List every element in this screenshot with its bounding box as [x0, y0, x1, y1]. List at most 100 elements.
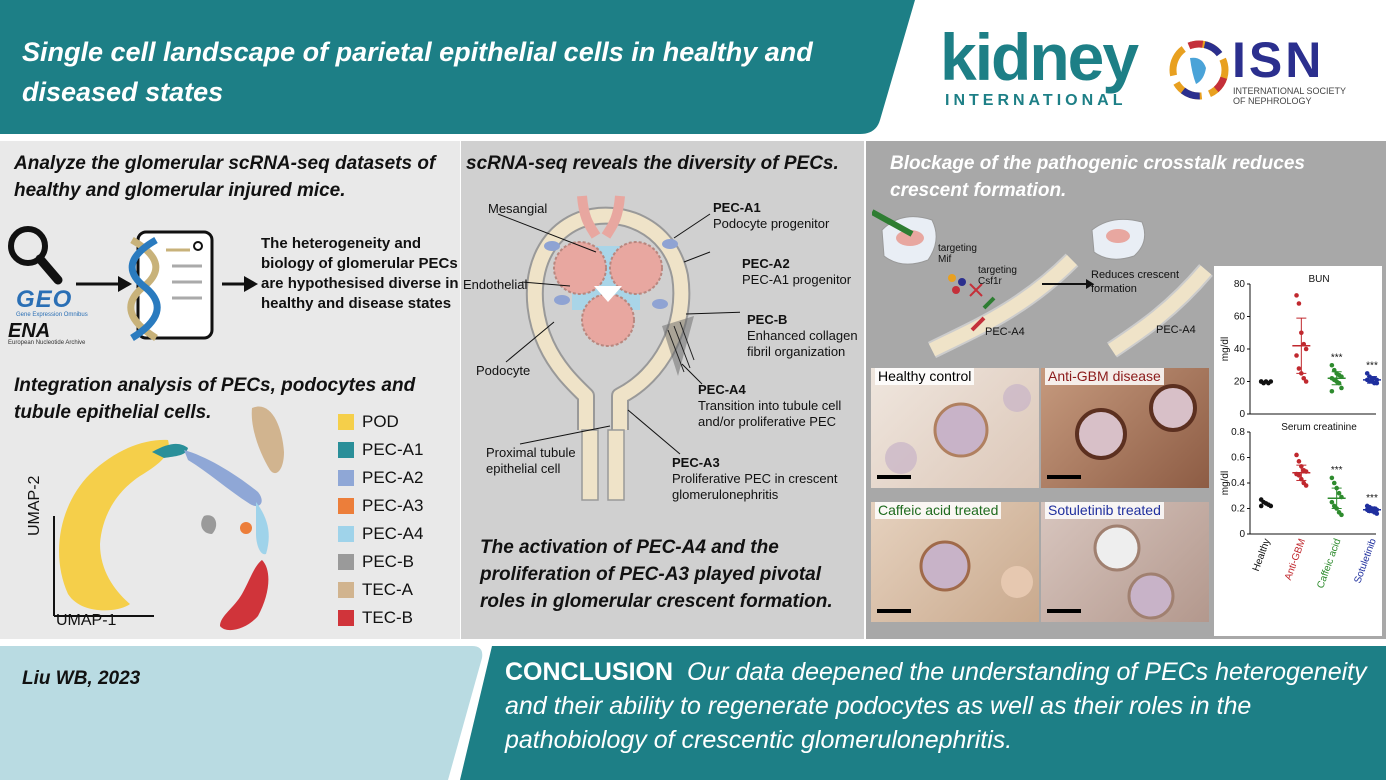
data-point	[1339, 385, 1344, 391]
chart-title: Serum creatinine	[1281, 422, 1357, 433]
micrograph-caffeic-acid: Caffeic acid treated	[871, 502, 1039, 622]
data-point	[1258, 503, 1264, 509]
y-tick-label: 0.6	[1231, 453, 1245, 464]
micrograph-anti-gbm: Anti-GBM disease	[1041, 368, 1209, 488]
y-tick-label: 0.8	[1231, 427, 1245, 438]
micrograph-healthy-label: Healthy control	[875, 368, 975, 385]
citation: Liu WB, 2023	[22, 668, 141, 689]
legend-swatch	[338, 498, 354, 514]
y-tick-label: 20	[1234, 377, 1246, 388]
data-point	[1301, 375, 1307, 381]
isn-emblem-icon	[1169, 40, 1229, 100]
significance-marker: ***	[1331, 465, 1343, 476]
umap-cluster-pec-a3	[240, 522, 252, 534]
umap-cluster-pec-b	[201, 515, 217, 534]
legend-label: TEC-B	[362, 608, 413, 627]
data-point	[1268, 379, 1274, 384]
data-point	[1296, 366, 1302, 371]
blockage-heading: Blockage of the pathogenic crosstalk red…	[890, 153, 1305, 201]
legend-label: PEC-A3	[362, 496, 424, 515]
analysis-heading: Analyze the glomerular scRNA-seq dataset…	[14, 153, 436, 201]
y-tick-label: 0.4	[1231, 478, 1245, 489]
micrograph-anti-gbm-label: Anti-GBM disease	[1045, 368, 1164, 385]
y-axis-label: mg/dl	[1220, 471, 1231, 495]
legend-label: PEC-A4	[362, 524, 424, 543]
conclusion-body: Our data deepened the understanding of P…	[505, 658, 1367, 754]
scale-bar	[877, 609, 911, 613]
diversity-summary: The activation of PEC-A4 and the prolife…	[480, 537, 833, 612]
diversity-heading: scRNA-seq reveals the diversity of PECs.	[466, 153, 839, 174]
legend-label: PEC-A1	[362, 440, 424, 459]
legend-swatch	[338, 554, 354, 570]
data-point	[1336, 490, 1342, 496]
data-point	[1339, 512, 1344, 518]
legend-label: TEC-A	[362, 580, 413, 599]
category-label: Anti-GBM	[1283, 537, 1308, 581]
umap-cluster-pec-a4	[256, 502, 269, 555]
umap-cluster-pec-a2	[184, 450, 262, 507]
data-point	[1303, 483, 1309, 488]
umap-axis-x: UMAP-1	[56, 612, 117, 629]
label-endothelial: Endothelial	[463, 277, 528, 292]
data-point	[1329, 362, 1335, 368]
chart-title: BUN	[1308, 274, 1329, 285]
label-proximal-tubule: Proximal tubule epithelial cell	[486, 445, 576, 476]
data-point	[1296, 459, 1302, 464]
dna-document-icon	[76, 230, 258, 341]
legend-swatch	[338, 610, 354, 626]
scale-bar	[1047, 475, 1081, 479]
poster-title: Single cell landscape of parietal epithe…	[22, 37, 813, 107]
y-tick-label: 0	[1239, 409, 1245, 420]
legend-label: PEC-B	[362, 552, 414, 571]
header-banner	[0, 0, 915, 134]
legend-swatch	[338, 414, 354, 430]
isn-logo: ISN	[1232, 32, 1325, 88]
pec-a4-label: PEC-A4 Transition into tubule cell and/o…	[698, 382, 842, 429]
pec-a2-label: PEC-A2 PEC-A1 progenitor	[742, 256, 852, 287]
hypothesis-text: The heterogeneity and biology of glomeru…	[261, 235, 459, 312]
data-point	[1296, 473, 1302, 478]
umap-cluster-tec-b	[220, 560, 269, 631]
y-axis-label: mg/dl	[1220, 337, 1231, 361]
data-point	[1294, 353, 1299, 358]
integration-heading: Integration analysis of PECs, podocytes …	[14, 375, 416, 423]
data-point	[1331, 480, 1337, 486]
reduces-crescent-label: Reduces crescent formation	[1091, 269, 1180, 295]
geo-logo-sub: Gene Expression Omnibus	[16, 312, 88, 318]
micrograph-sotuletinib-label: Sotuletinib treated	[1045, 502, 1164, 519]
conclusion-label: CONCLUSION	[505, 658, 674, 686]
significance-marker: ***	[1366, 493, 1378, 504]
legend-swatch	[338, 526, 354, 542]
data-point	[1258, 379, 1264, 384]
data-point	[1303, 379, 1309, 384]
ena-logo-sub: European Nucleotide Archive	[8, 340, 86, 346]
label-mesangial: Mesangial	[488, 201, 548, 216]
y-tick-label: 0.2	[1231, 504, 1245, 515]
footer-banner	[0, 646, 1386, 780]
conclusion-text: CONCLUSION Our data deepened the underst…	[505, 655, 1375, 757]
umap-axis-y: UMAP-2	[26, 475, 43, 536]
data-point	[1294, 293, 1299, 298]
legend-label: POD	[362, 412, 399, 431]
legend-label: PEC-A2	[362, 468, 424, 487]
kidney-international-logo-sub: INTERNATIONAL	[945, 92, 1127, 109]
significance-marker: ***	[1366, 360, 1378, 371]
umap-cluster-tec-a	[251, 406, 284, 474]
y-tick-label: 0	[1239, 529, 1245, 540]
micrograph-sotuletinib: Sotuletinib treated	[1041, 502, 1209, 622]
data-point	[1329, 388, 1335, 394]
category-label: Healthy	[1251, 537, 1273, 573]
geo-logo: GEO	[16, 286, 73, 313]
y-tick-label: 80	[1234, 279, 1246, 290]
data-point	[1329, 475, 1335, 481]
pec-a4-left-label: PEC-A4	[985, 326, 1025, 338]
category-label: Sotuletinib	[1353, 537, 1379, 585]
y-tick-label: 40	[1234, 344, 1246, 355]
umap-plot	[53, 406, 284, 631]
micrograph-caffeic-acid-label: Caffeic acid treated	[875, 502, 1002, 519]
pec-b-label: PEC-B Enhanced collagen fibril organizat…	[747, 312, 858, 359]
data-point	[1294, 452, 1299, 458]
category-label: Caffeic acid	[1315, 537, 1343, 590]
